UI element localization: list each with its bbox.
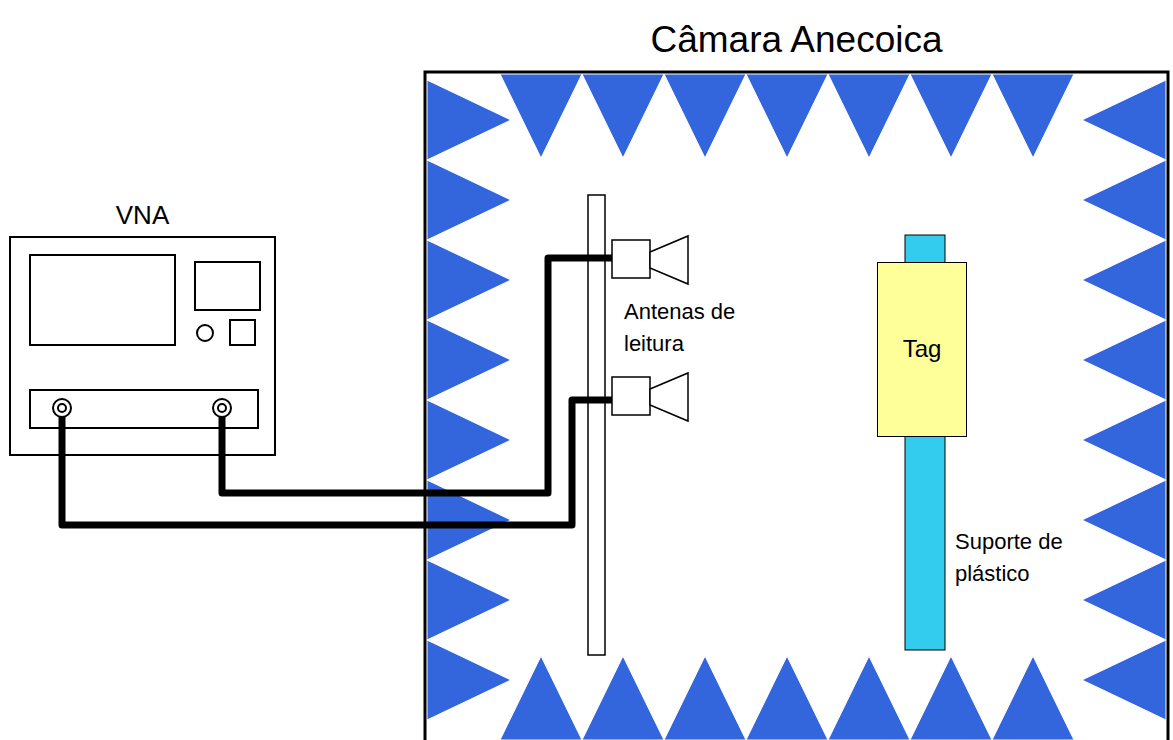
heading-label: VNA	[0, 200, 315, 231]
vna-port	[218, 404, 226, 412]
vna-button	[230, 320, 255, 345]
vna-display	[195, 262, 260, 310]
absorber-cone	[1082, 640, 1166, 720]
absorber-cone	[746, 656, 828, 740]
instrument-box: VNA	[10, 237, 275, 455]
absorber-cone	[1082, 480, 1166, 560]
vna-port	[213, 399, 231, 417]
absorber-cone	[910, 656, 992, 740]
absorber-cone	[828, 656, 910, 740]
vna-screen	[30, 255, 175, 345]
absorber-cone	[427, 160, 511, 240]
absorber-cone	[664, 656, 746, 740]
absorber-cone	[427, 400, 511, 480]
absorber-cone	[427, 640, 511, 720]
absorber-cone	[1082, 80, 1166, 160]
support-label: Suporte de plástico	[955, 526, 1083, 590]
absorber-cone	[1082, 240, 1166, 320]
chamber-region: Câmara AnecoicaTag	[425, 72, 1168, 740]
absorber-cone	[582, 74, 664, 158]
heading-label: Câmara Anecoica	[385, 18, 1173, 62]
absorber-cone	[500, 656, 582, 740]
vna-body	[10, 237, 275, 455]
absorber-cone	[992, 74, 1074, 158]
chamber-wall	[425, 72, 1168, 740]
antenna-feed	[612, 377, 650, 415]
absorber-cone	[1082, 160, 1166, 240]
absorber-cone	[427, 80, 511, 160]
absorber-cones	[427, 74, 1166, 740]
vna-knob	[197, 325, 213, 341]
coax-cable	[222, 258, 612, 493]
chamber-ground	[425, 72, 1168, 740]
antenna-mast	[588, 195, 605, 655]
tag-box: Tag	[877, 262, 967, 437]
absorber-cone	[427, 240, 511, 320]
coax-cable	[62, 400, 612, 525]
antenna-label: Antenas de leitura	[624, 296, 744, 360]
absorber-cone	[828, 74, 910, 158]
absorber-cone	[1082, 320, 1166, 400]
node-label: Tag	[903, 335, 942, 364]
vna-port	[53, 399, 71, 417]
vna-port	[58, 404, 66, 412]
absorber-cone	[427, 320, 511, 400]
absorber-cone	[910, 74, 992, 158]
absorber-cone	[1082, 560, 1166, 640]
antenna-feed	[612, 240, 650, 278]
absorber-cone	[1082, 400, 1166, 480]
absorber-cone	[746, 74, 828, 158]
absorber-cone	[500, 74, 582, 158]
absorber-cone	[582, 656, 664, 740]
absorber-cone	[664, 74, 746, 158]
absorber-cone	[992, 656, 1074, 740]
horn-antenna	[650, 373, 688, 421]
absorber-cone	[427, 560, 511, 640]
horn-antenna	[650, 236, 688, 284]
